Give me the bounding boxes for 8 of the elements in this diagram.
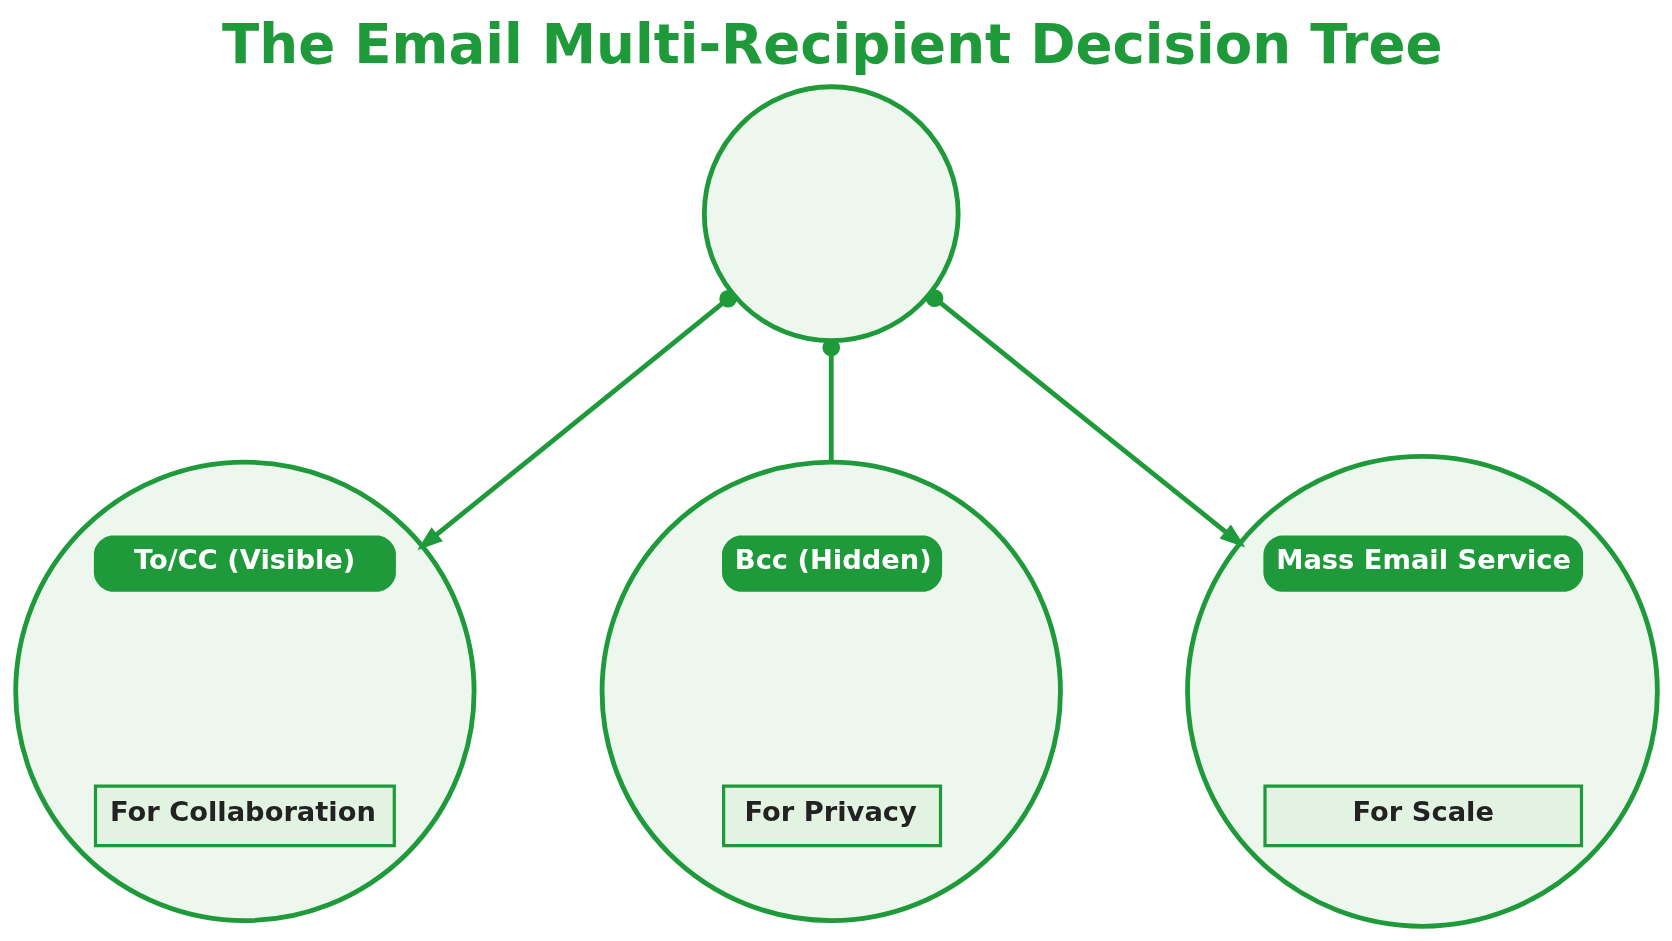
node-circle: To/CC (Visible) For Collaboration: [12, 459, 476, 923]
node-circle: Bcc (Hidden) For Privacy: [599, 459, 1063, 923]
connector: [821, 338, 840, 462]
arrow: [925, 289, 1245, 548]
diagram-title: The Email Multi-Recipient Decision Tree: [221, 11, 1442, 76]
arrow: [416, 289, 737, 551]
node-circle: [701, 84, 961, 343]
node-circle: Mass Email Service For Scale: [1184, 454, 1660, 929]
